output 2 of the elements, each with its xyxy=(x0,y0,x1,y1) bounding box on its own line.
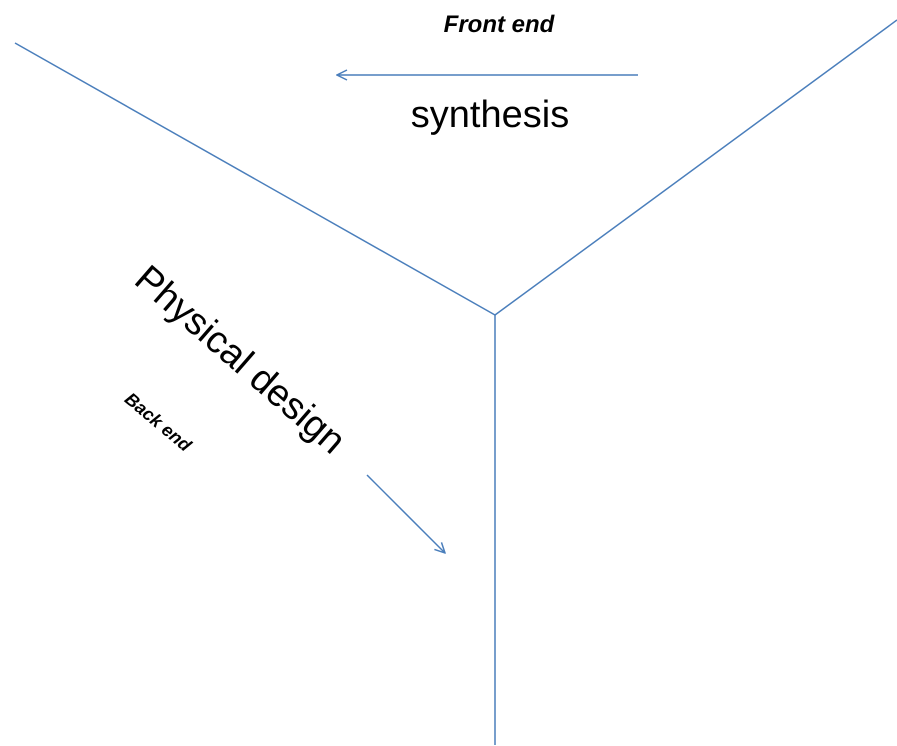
direction-label: Front end xyxy=(444,13,554,37)
domain-label: synthesis xyxy=(410,96,570,134)
